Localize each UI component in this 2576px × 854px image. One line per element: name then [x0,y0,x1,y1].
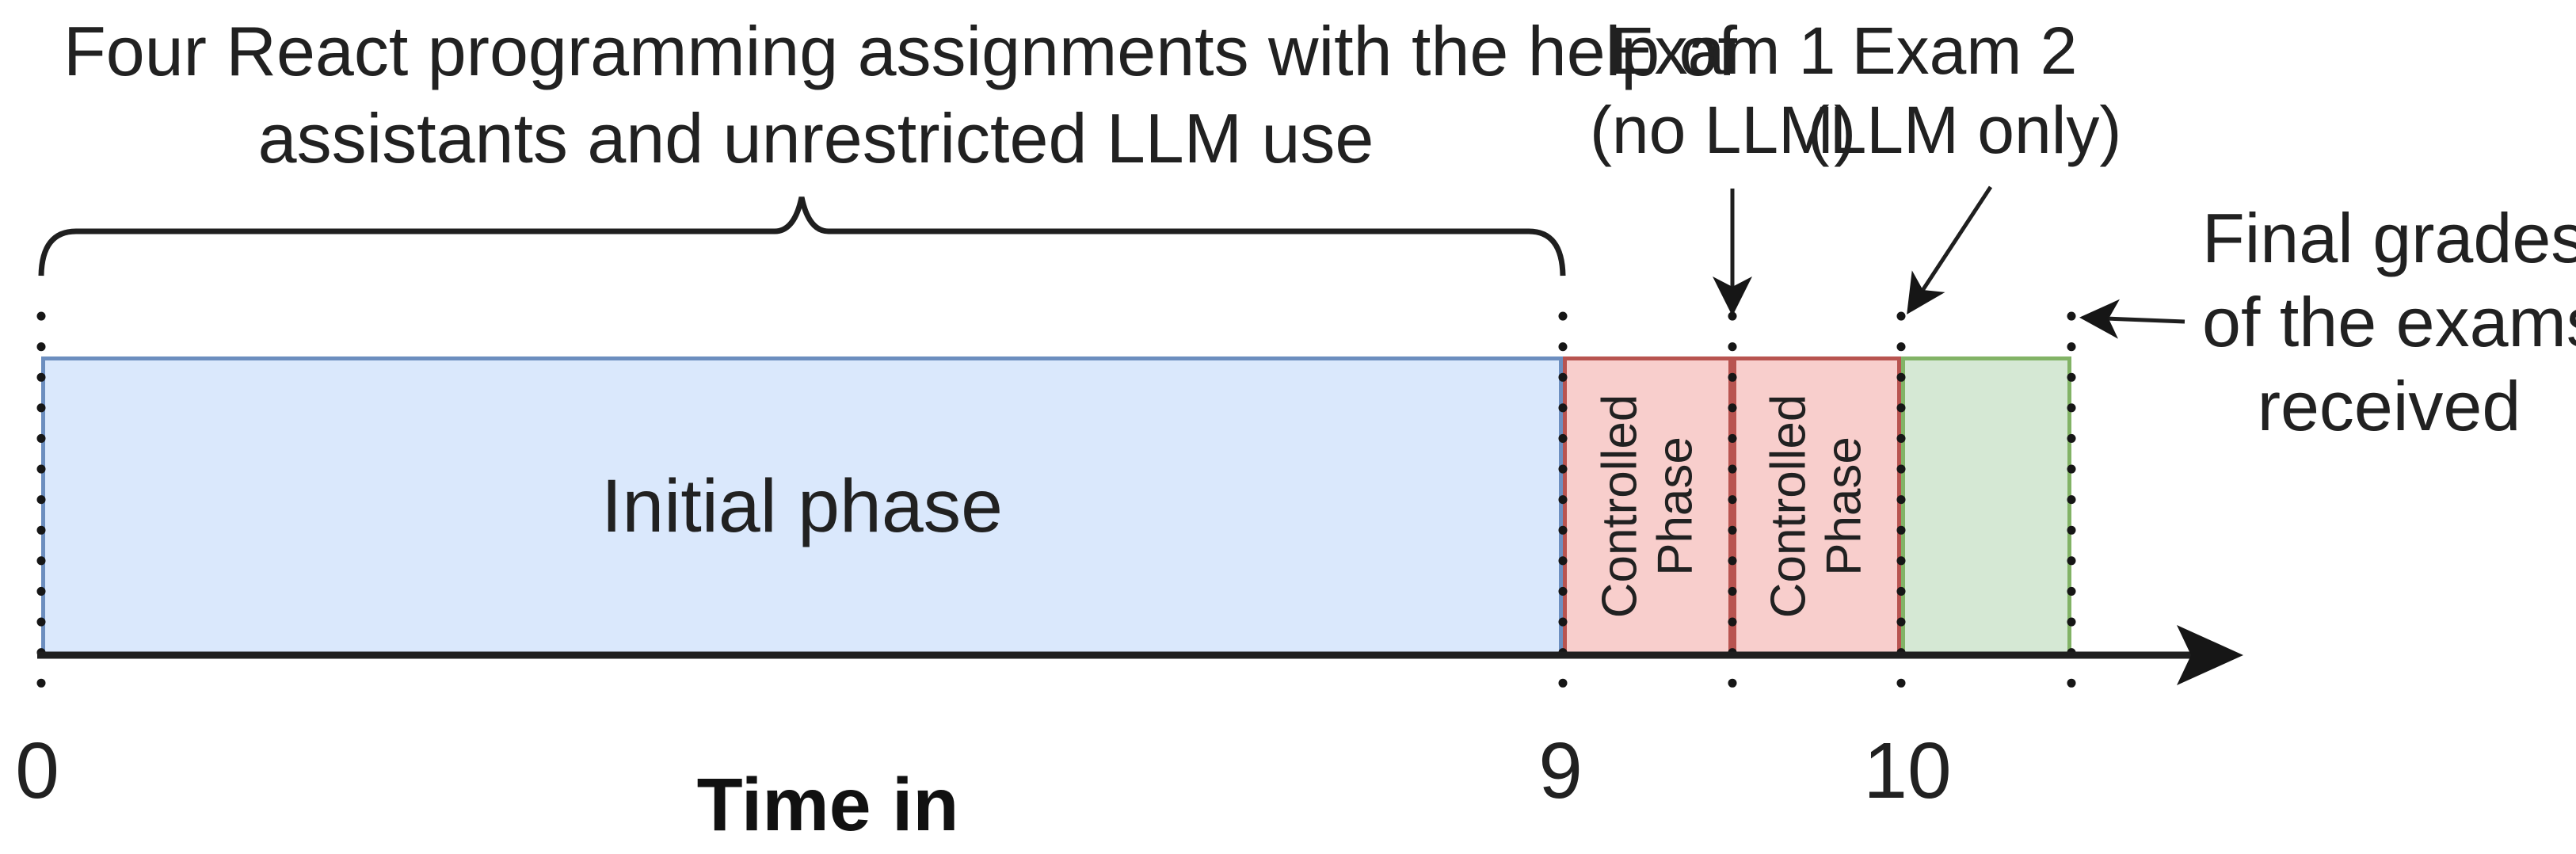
exam1-label: Exam 1 (no LLM) [1576,11,1869,170]
exam1-label-line2: (no LLM) [1589,93,1857,167]
exam2-label: Exam 2 (LLM only) [1806,11,2123,170]
final-grades-label: Final grades of the exams received [2202,196,2576,448]
brace-initial-phase [38,196,1566,276]
tick-label-10: 10 [1863,726,1952,815]
diagram-title-line2: assistants and unrestricted LLM use [257,99,1374,177]
diagram-title: Four React programming assignments with … [63,8,1737,182]
exam2-label-line1: Exam 2 [1851,13,2078,88]
phase-initial: Initial phase [41,356,1563,656]
exam2-label-line2: (LLM only) [1807,93,2122,167]
final-grades-line2: of the exams [2202,283,2576,361]
final-grades-arrow [2079,299,2185,339]
final-grades-line3: received [2257,367,2521,445]
phase-grading [1901,356,2071,656]
final-grades-line1: Final grades [2202,199,2576,277]
diagram-title-line1: Four React programming assignments with … [63,12,1737,90]
tick-label-9: 9 [1538,726,1583,815]
time-axis-arrowhead [2177,625,2243,685]
phase-controlled-1: Controlled Phase [1563,356,1732,656]
phase-initial-label: Initial phase [600,463,1003,548]
tick-label-0: 0 [15,726,59,815]
time-axis-label: Time in weeks [696,763,959,854]
exam1-label-line1: Exam 1 [1610,13,1836,88]
exam2-arrow [1907,185,1993,315]
